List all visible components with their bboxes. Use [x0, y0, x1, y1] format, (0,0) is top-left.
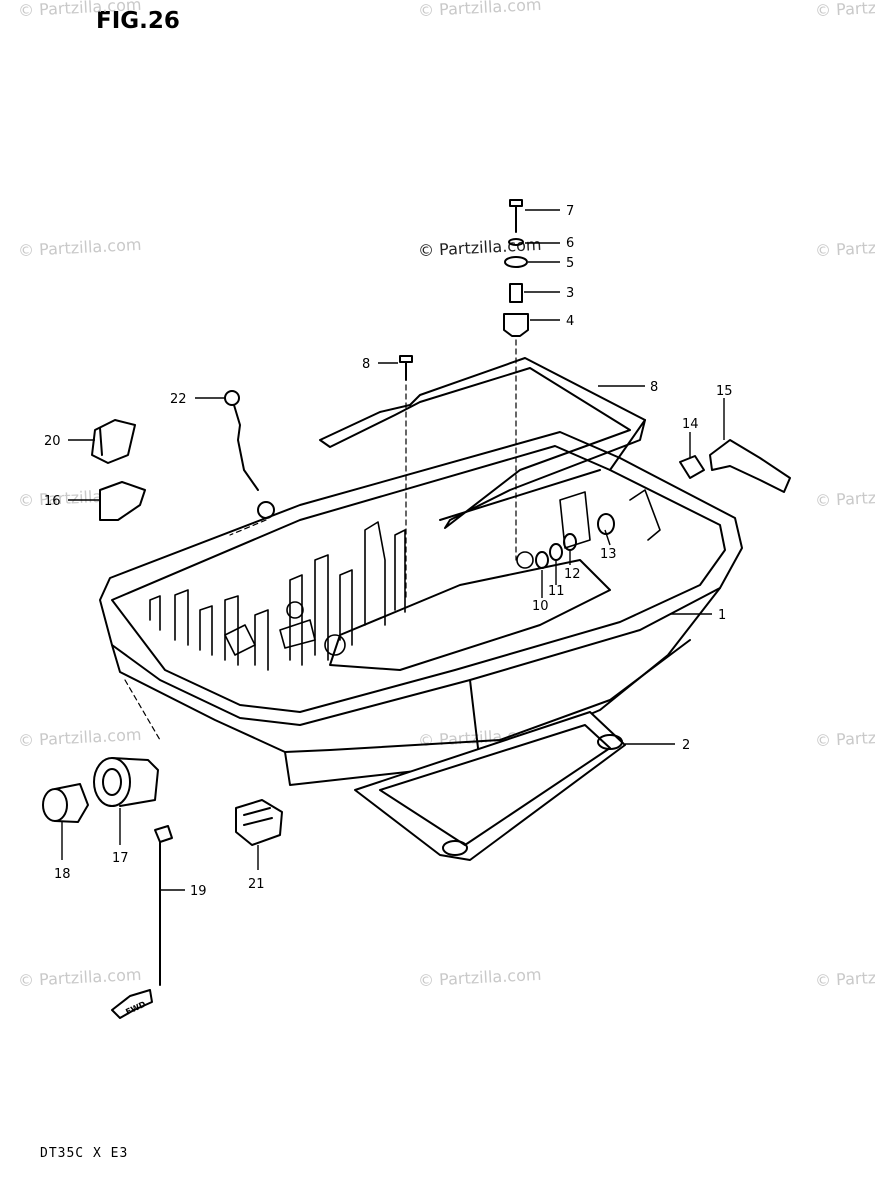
part-21-grommet — [235, 799, 283, 846]
callout-3: 3 — [566, 286, 574, 301]
callout-1: 1 — [718, 608, 726, 623]
part-1-lower-cover — [99, 431, 743, 786]
figure-title: FIG.26 — [96, 8, 180, 34]
callout-17: 17 — [112, 851, 129, 866]
part-8-top-gasket — [319, 357, 646, 529]
callout-10: 10 — [532, 599, 549, 614]
part-22-ground-wire — [224, 390, 275, 536]
callout-6: 6 — [566, 236, 574, 251]
fwd-arrow-icon — [111, 989, 153, 1019]
model-code: DT35C X E3 — [40, 1146, 129, 1161]
callout-12: 12 — [564, 567, 581, 582]
leader-lines — [61, 209, 725, 891]
part-20-grommet — [91, 419, 136, 464]
callout-20: 20 — [44, 434, 61, 449]
part-2-seal-plate — [354, 711, 626, 861]
callout-15: 15 — [716, 384, 733, 399]
callout-14: 14 — [682, 417, 699, 432]
fastener-stack — [503, 199, 529, 561]
callout-5: 5 — [566, 256, 574, 271]
callout-22: 22 — [170, 392, 187, 407]
part-15-lever — [709, 439, 791, 493]
part-18-plug — [42, 783, 89, 823]
callout-8-gasket: 8 — [650, 380, 658, 395]
part-19-cable-tie — [154, 825, 173, 986]
callout-2: 2 — [682, 738, 690, 753]
cover-internal-ribs — [149, 489, 661, 671]
assembly-line — [124, 679, 161, 741]
callout-8-screw: 8 — [362, 357, 370, 372]
part-16-bracket — [99, 481, 146, 521]
callout-13: 13 — [600, 547, 617, 562]
callout-19: 19 — [190, 884, 207, 899]
callout-7: 7 — [566, 204, 574, 219]
callout-11: 11 — [548, 584, 565, 599]
part-14-cap — [679, 455, 705, 479]
part-9-screw — [399, 355, 413, 601]
callout-labels: 7 6 5 3 4 8 8 22 20 16 14 15 1 2 13 12 1… — [44, 204, 733, 1017]
callout-4: 4 — [566, 314, 574, 329]
callout-18: 18 — [54, 867, 71, 882]
part-17-grommet — [93, 757, 159, 807]
callout-21: 21 — [248, 877, 265, 892]
callout-16: 16 — [44, 494, 61, 509]
